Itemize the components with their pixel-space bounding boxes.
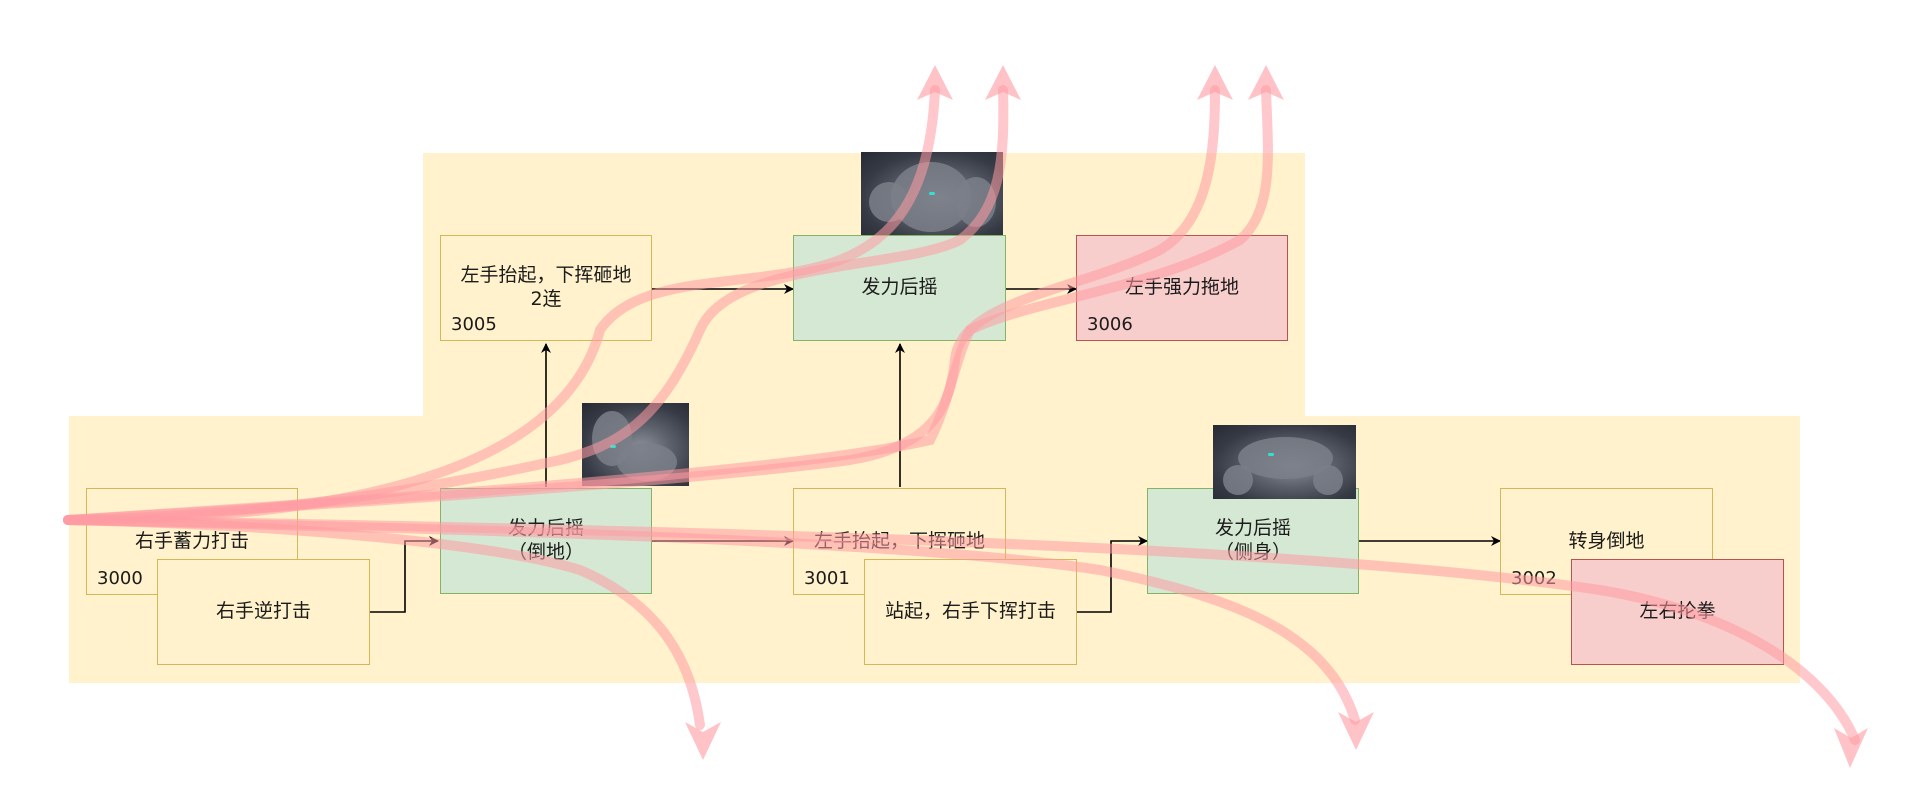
node-label: 左手强力拖地 bbox=[1124, 276, 1239, 299]
state-node-left-right-punch[interactable]: 左右抡拳 bbox=[1571, 559, 1784, 665]
state-node-3006[interactable]: 左手强力拖地 3006 bbox=[1076, 235, 1288, 341]
node-label: 右手逆打击 bbox=[215, 600, 311, 623]
node-label: 左手抬起，下挥砸地 bbox=[813, 529, 985, 552]
node-label: 左手抬起，下挥砸地 bbox=[460, 264, 632, 287]
node-label: 发力后摇 bbox=[1214, 517, 1291, 540]
state-node-recovery-side[interactable]: 发力后摇 （侧身） bbox=[1147, 488, 1359, 594]
node-label: 右手蓄力打击 bbox=[134, 529, 249, 552]
node-label-sub: （倒地） bbox=[507, 541, 584, 563]
node-label: 站起，右手下挥打击 bbox=[884, 600, 1056, 623]
node-id: 3002 bbox=[1511, 567, 1557, 589]
node-label: 发力后摇 bbox=[861, 276, 938, 299]
node-label: 转身倒地 bbox=[1568, 529, 1645, 552]
node-label-sub: （侧身） bbox=[1214, 541, 1291, 563]
state-node-right-reverse-strike[interactable]: 右手逆打击 bbox=[157, 559, 370, 665]
node-id: 3001 bbox=[804, 567, 850, 589]
monster-thumbnail bbox=[1213, 425, 1356, 499]
node-id: 3005 bbox=[451, 313, 497, 335]
state-node-recovery-top[interactable]: 发力后摇 bbox=[793, 235, 1006, 341]
state-node-recovery-down[interactable]: 发力后摇 （倒地） bbox=[440, 488, 652, 594]
node-id: 3006 bbox=[1087, 313, 1133, 335]
state-node-3005[interactable]: 左手抬起，下挥砸地 2连 3005 bbox=[440, 235, 652, 341]
monster-thumbnail bbox=[582, 403, 689, 486]
state-node-standup-strike[interactable]: 站起，右手下挥打击 bbox=[864, 559, 1077, 665]
node-label-sub: 2连 bbox=[530, 288, 562, 310]
node-id: 3000 bbox=[97, 567, 143, 589]
node-label: 发力后摇 bbox=[507, 517, 584, 540]
node-label: 左右抡拳 bbox=[1639, 600, 1716, 623]
monster-thumbnail bbox=[861, 152, 1003, 235]
